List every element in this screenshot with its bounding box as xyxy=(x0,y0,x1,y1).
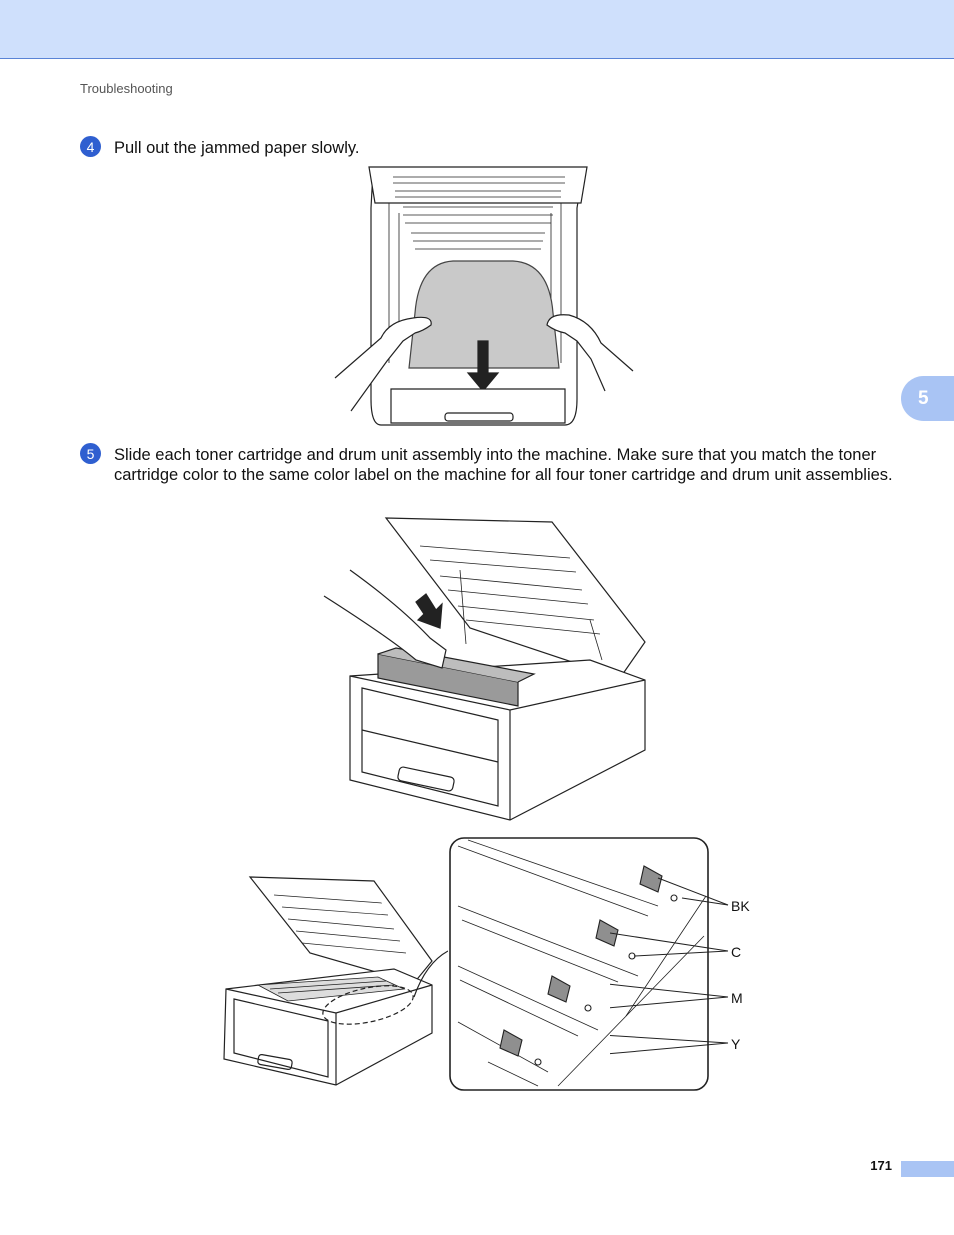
header-band xyxy=(0,0,954,59)
callout-y: Y xyxy=(731,1036,741,1052)
page-number: 171 xyxy=(870,1158,892,1173)
insert-cartridge-illustration xyxy=(320,510,650,825)
step-5-badge: 5 xyxy=(80,443,101,464)
color-label-detail-illustration xyxy=(448,836,728,1092)
chapter-number: 5 xyxy=(918,387,929,409)
step-4-text: Pull out the jammed paper slowly. xyxy=(114,139,360,157)
callout-bk: BK xyxy=(731,898,750,914)
machine-overview-illustration xyxy=(218,873,448,1093)
chapter-tab[interactable]: 5 xyxy=(901,376,954,421)
running-head: Troubleshooting xyxy=(80,81,173,96)
callout-leader-lines xyxy=(610,860,730,1060)
callout-c: C xyxy=(731,944,742,960)
step-5-text: Slide each toner cartridge and drum unit… xyxy=(114,446,893,484)
callout-m: M xyxy=(731,990,743,1006)
jammed-paper-illustration xyxy=(333,163,638,429)
footer-accent-bar xyxy=(901,1161,954,1177)
step-4-badge: 4 xyxy=(80,136,101,157)
